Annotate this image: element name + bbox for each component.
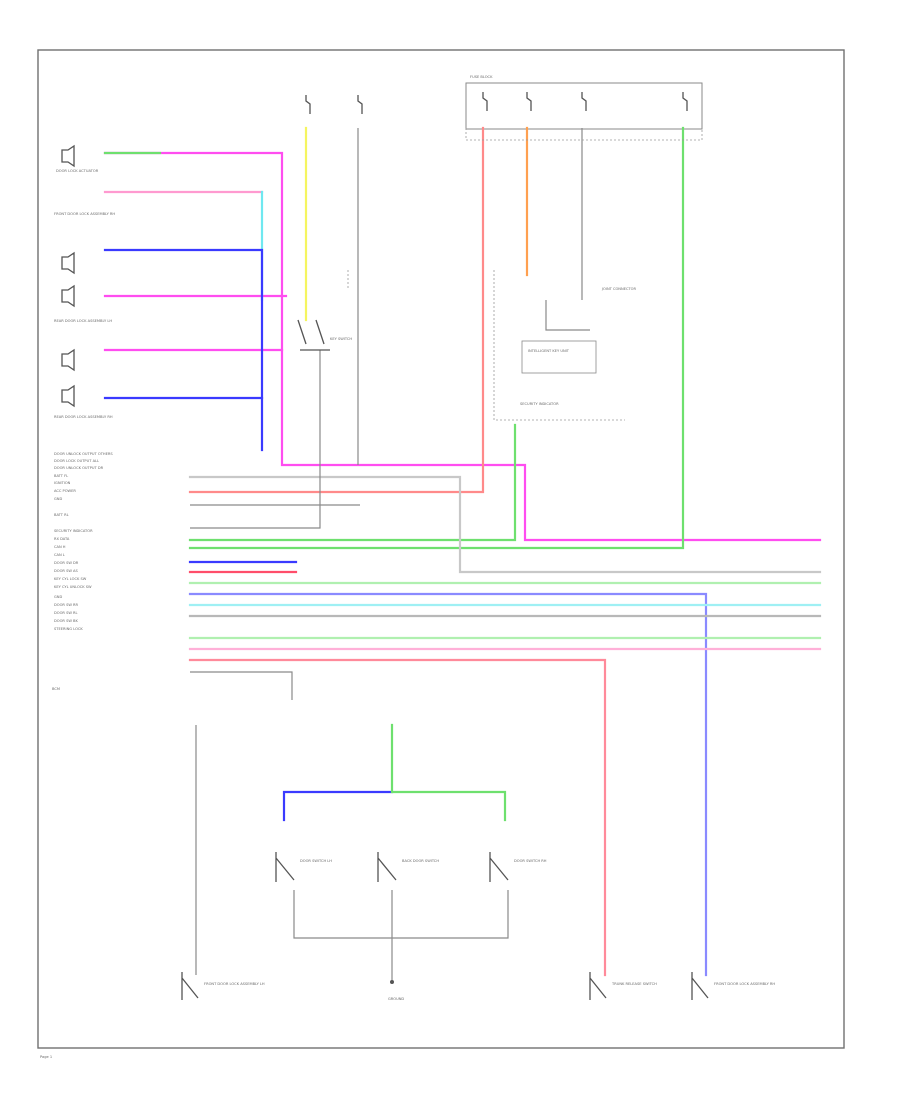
wire-green-lower xyxy=(390,723,507,822)
joint-connector-label: JOINT CONNECTOR xyxy=(601,287,636,291)
wire-light-blue-bcm xyxy=(188,592,708,977)
intelligent-key-unit: INTELLIGENT KEY UNIT JOINT CONNECTOR SEC… xyxy=(520,287,636,406)
wire-gray-bcm-2 xyxy=(188,475,822,574)
door-lock-actuator-1: DOOR LOCK ACTUATOR xyxy=(56,144,99,173)
bcm-pin-label: DOOR UNLOCK OUTPUT DR xyxy=(54,466,104,470)
page-footer: Page 1 xyxy=(40,1055,52,1059)
actuator-4-label: REAR DOOR LOCK ASSEMBLY LH xyxy=(54,319,112,323)
wire-blue-lower xyxy=(282,790,394,822)
wire-gray-5 xyxy=(190,671,293,700)
ground-symbol: GROUND xyxy=(388,980,404,1001)
door-switch-lh-label: DOOR SWITCH LH xyxy=(300,859,332,863)
bcm-pin-label: GND xyxy=(54,497,62,501)
bcm-pin-label: RX DATA xyxy=(54,537,70,541)
actuator-1-label: DOOR LOCK ACTUATOR xyxy=(56,169,99,173)
gray-wires xyxy=(190,128,590,980)
wire-green-mid xyxy=(188,423,517,542)
door-lock-actuator-4: REAR DOOR LOCK ASSEMBLY LH xyxy=(54,319,112,372)
dashed-3 xyxy=(465,128,703,141)
bcm-pin-label: IGNITION xyxy=(54,481,71,485)
bcm-pin-label: DOOR SW AS xyxy=(54,569,78,573)
bcm-pin-label: DOOR SW RR xyxy=(54,603,79,607)
bcm-pin-label: ACC POWER xyxy=(54,489,76,493)
trunk-release-switch: TRUNK RELEASE SWITCH xyxy=(589,972,657,1000)
ground-label: GROUND xyxy=(388,997,404,1001)
door-lock-actuator-2: FRONT DOOR LOCK ASSEMBLY RH xyxy=(54,212,115,275)
wire-blue-1 xyxy=(103,248,264,452)
wire-gray-3 xyxy=(190,350,321,529)
bcm-pin-label: CAN L xyxy=(54,553,65,557)
fuse-block-box xyxy=(465,82,703,130)
security-indicator-label: SECURITY INDICATOR xyxy=(520,402,559,406)
bcm-pin-label: KEY CYL UNLOCK SW xyxy=(54,585,92,589)
wire-red-bcm-2 xyxy=(188,658,607,977)
wire-red xyxy=(188,126,485,494)
front-door-lock-rh-label: FRONT DOOR LOCK ASSEMBLY RH xyxy=(714,982,775,986)
dashed-1 xyxy=(493,270,625,421)
bcm-pin-label: GND xyxy=(54,595,62,599)
bcm-pin-label: DOOR UNLOCK OUTPUT OTHERS xyxy=(54,452,113,456)
lower-switches: DOOR SWITCH LH BACK DOOR SWITCH DOOR SWI… xyxy=(181,852,775,1001)
back-door-switch-label: BACK DOOR SWITCH xyxy=(402,859,439,863)
door-switch-lh: DOOR SWITCH LH xyxy=(275,852,332,882)
intelligent-key-label: INTELLIGENT KEY UNIT xyxy=(528,349,570,353)
trunk-release-label: TRUNK RELEASE SWITCH xyxy=(611,982,657,986)
bcm-pin-label: DOOR LOCK OUTPUT ALL xyxy=(54,459,99,463)
fuse-block-label: FUSE BLOCK xyxy=(470,75,493,79)
key-switch: KEY SWITCH xyxy=(297,319,352,351)
fuse-4 xyxy=(682,92,688,111)
bcm-pin-label: BATT RL xyxy=(54,513,69,517)
fuse-6 xyxy=(357,95,363,114)
bcm-pin-label: BATT FL xyxy=(54,474,68,478)
front-door-lock-lh-label: FRONT DOOR LOCK ASSEMBLY LH xyxy=(204,982,265,986)
fuse-2 xyxy=(526,92,532,111)
wire-gray-9 xyxy=(545,300,590,331)
bcm-pin-label: DOOR SW DR xyxy=(54,561,79,565)
fuse-1 xyxy=(482,92,488,111)
wires xyxy=(103,126,822,977)
front-door-lock-rh: FRONT DOOR LOCK ASSEMBLY RH xyxy=(691,972,775,1000)
back-door-switch: BACK DOOR SWITCH xyxy=(377,852,439,882)
key-switch-label: KEY SWITCH xyxy=(330,337,352,341)
door-lock-actuator-5: REAR DOOR LOCK ASSEMBLY RH xyxy=(54,384,113,419)
wire-gray-7 xyxy=(293,890,509,939)
door-switch-rh: DOOR SWITCH RH xyxy=(489,852,547,882)
bcm-pin-label: SECURITY INDICATOR xyxy=(54,529,93,533)
fuse-block: FUSE BLOCK xyxy=(305,75,703,130)
actuator-5-label: REAR DOOR LOCK ASSEMBLY RH xyxy=(54,415,113,419)
bcm-label: BCM xyxy=(52,687,60,691)
fuse-5 xyxy=(305,95,311,114)
bcm-pin-label: KEY CYL LOCK SW xyxy=(54,577,87,581)
wire-pink-1 xyxy=(103,151,822,542)
door-lock-actuator-3 xyxy=(61,284,75,308)
bcm-pin-label: DOOR SW RL xyxy=(54,611,78,615)
bcm-pin-label: STEERING LOCK xyxy=(54,627,83,631)
diagram-frame xyxy=(37,49,845,1049)
left-components: DOOR LOCK ACTUATOR FRONT DOOR LOCK ASSEM… xyxy=(54,144,115,419)
wire-green-right xyxy=(188,126,685,550)
bcm-pin-label: DOOR SW BK xyxy=(54,619,79,623)
fuse-3 xyxy=(581,92,587,111)
bcm-pin-label: CAN H xyxy=(54,545,66,549)
intelligent-key-box xyxy=(521,340,597,374)
front-door-lock-lh: FRONT DOOR LOCK ASSEMBLY LH xyxy=(181,972,265,1000)
dashed-lines xyxy=(347,128,703,421)
actuator-2-label: FRONT DOOR LOCK ASSEMBLY RH xyxy=(54,212,115,216)
door-switch-rh-label: DOOR SWITCH RH xyxy=(514,859,547,863)
bcm-pin-labels: DOOR UNLOCK OUTPUT OTHERS DOOR LOCK OUTPU… xyxy=(54,452,113,631)
